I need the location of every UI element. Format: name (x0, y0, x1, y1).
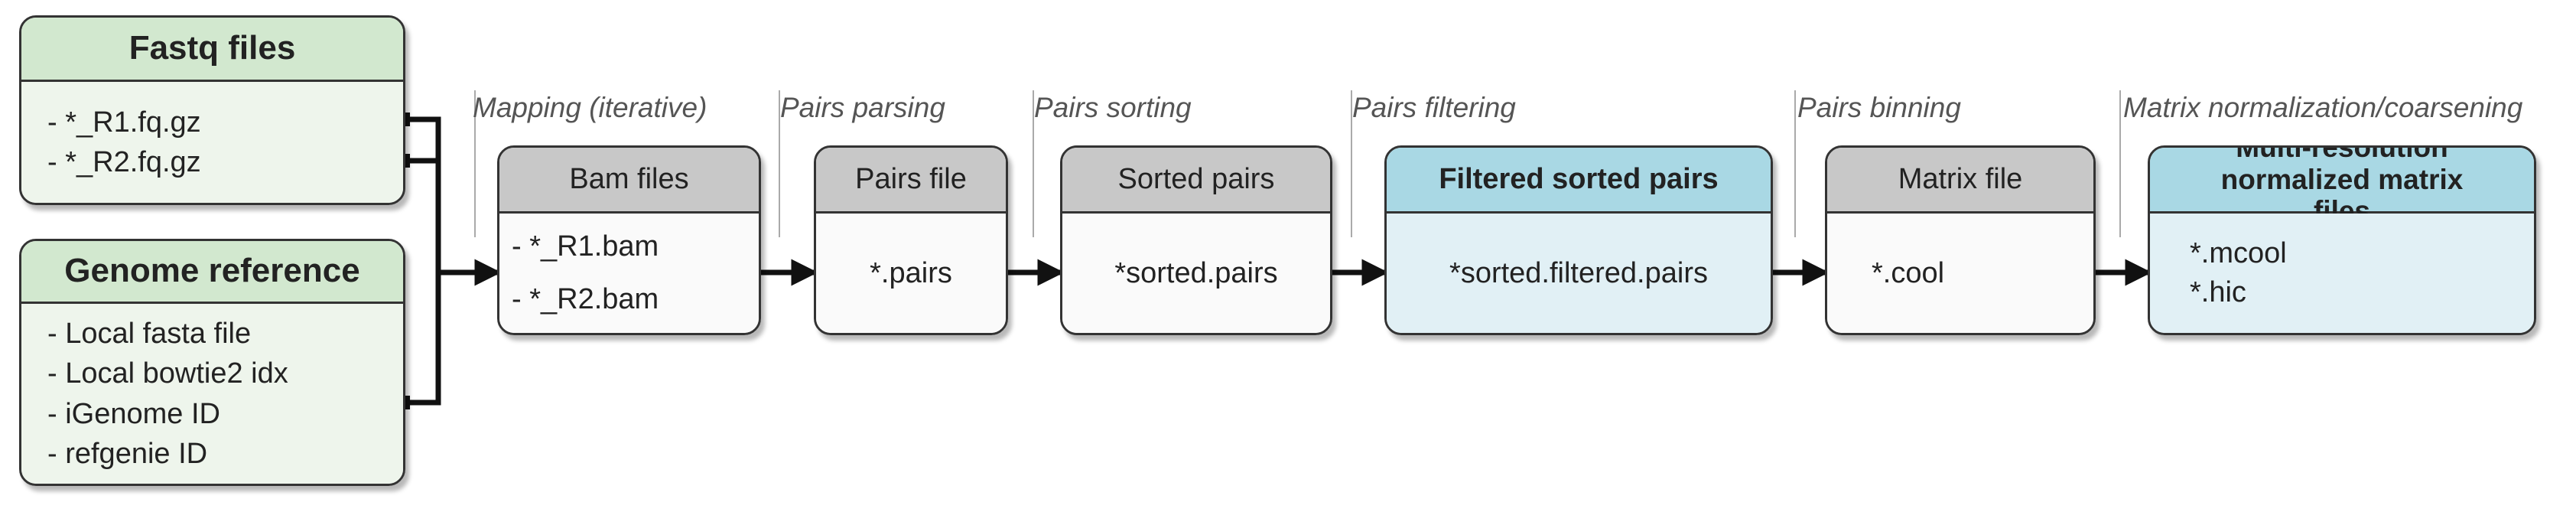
multi-resolution-matrix-box: Multi-resolution normalized matrix files… (2148, 145, 2536, 335)
genome-reference-item: - Local fasta file (47, 317, 252, 350)
matrix-file-title: Matrix file (1827, 148, 2093, 214)
matrix-file-box: Matrix file *.cool (1825, 145, 2096, 335)
pairs-file-title: Pairs file (816, 148, 1006, 214)
fastq-files-list: - *_R1.fq.gz - *_R2.fq.gz (21, 82, 403, 203)
stage-label-pairs-binning: Pairs binning (1797, 92, 1961, 123)
stage-divider (1794, 90, 1796, 237)
pairs-file-list: *.pairs (816, 214, 1006, 333)
fastq-file-item: - *_R2.fq.gz (47, 146, 201, 178)
stage-divider (1351, 90, 1352, 237)
bam-files-box: Bam files - *_R1.bam - *_R2.bam (497, 145, 761, 335)
filtered-sorted-pairs-item: *sorted.filtered.pairs (1449, 256, 1708, 289)
fastq-files-box: Fastq files - *_R1.fq.gz - *_R2.fq.gz (19, 15, 405, 205)
fastq-connector (403, 116, 441, 272)
genome-reference-item: - refgenie ID (47, 437, 208, 470)
stage-label-mapping: Mapping (iterative) (473, 92, 707, 123)
sorted-pairs-title: Sorted pairs (1062, 148, 1330, 214)
fastq-files-title: Fastq files (21, 18, 403, 82)
stage-divider (1033, 90, 1034, 237)
stage-divider (779, 90, 780, 237)
multi-resolution-matrix-list: *.mcool *.hic (2150, 214, 2534, 333)
bam-file-item: - *_R2.bam (512, 283, 659, 315)
filtered-sorted-pairs-list: *sorted.filtered.pairs (1387, 214, 1771, 333)
genome-reference-item: - Local bowtie2 idx (47, 357, 288, 390)
bam-files-title: Bam files (499, 148, 759, 214)
stage-label-pairs-parsing: Pairs parsing (780, 92, 945, 123)
bam-file-item: - *_R1.bam (512, 230, 659, 262)
multi-resolution-matrix-title: Multi-resolution normalized matrix files (2150, 148, 2534, 227)
genome-reference-list: - Local fasta file - Local bowtie2 idx -… (21, 304, 403, 484)
matrix-file-item: *.cool (1872, 256, 1945, 289)
filtered-sorted-pairs-box: Filtered sorted pairs *sorted.filtered.p… (1384, 145, 1773, 335)
fastq-file-item: - *_R1.fq.gz (47, 106, 201, 139)
multi-resolution-matrix-item: *.mcool (2190, 237, 2287, 270)
stage-divider (474, 90, 476, 237)
stage-label-matrix-normalization: Matrix normalization/coarsening (2123, 92, 2523, 123)
bam-files-list: - *_R1.bam - *_R2.bam (499, 214, 759, 333)
genome-reference-item: - iGenome ID (47, 397, 220, 430)
sorted-pairs-item: *sorted.pairs (1114, 256, 1278, 289)
genome-reference-box: Genome reference - Local fasta file - Lo… (19, 239, 405, 486)
pairs-file-box: Pairs file *.pairs (814, 145, 1008, 335)
stage-label-pairs-sorting: Pairs sorting (1034, 92, 1192, 123)
stage-divider (2119, 90, 2121, 237)
sorted-pairs-list: *sorted.pairs (1062, 214, 1330, 333)
filtered-sorted-pairs-title: Filtered sorted pairs (1387, 148, 1771, 214)
sorted-pairs-box: Sorted pairs *sorted.pairs (1060, 145, 1332, 335)
genome-reference-title: Genome reference (21, 241, 403, 304)
genome-connector (403, 272, 441, 406)
stage-label-pairs-filtering: Pairs filtering (1352, 92, 1516, 123)
matrix-file-list: *.cool (1827, 214, 2093, 333)
multi-resolution-matrix-item: *.hic (2190, 276, 2246, 308)
pairs-file-item: *.pairs (870, 256, 952, 289)
